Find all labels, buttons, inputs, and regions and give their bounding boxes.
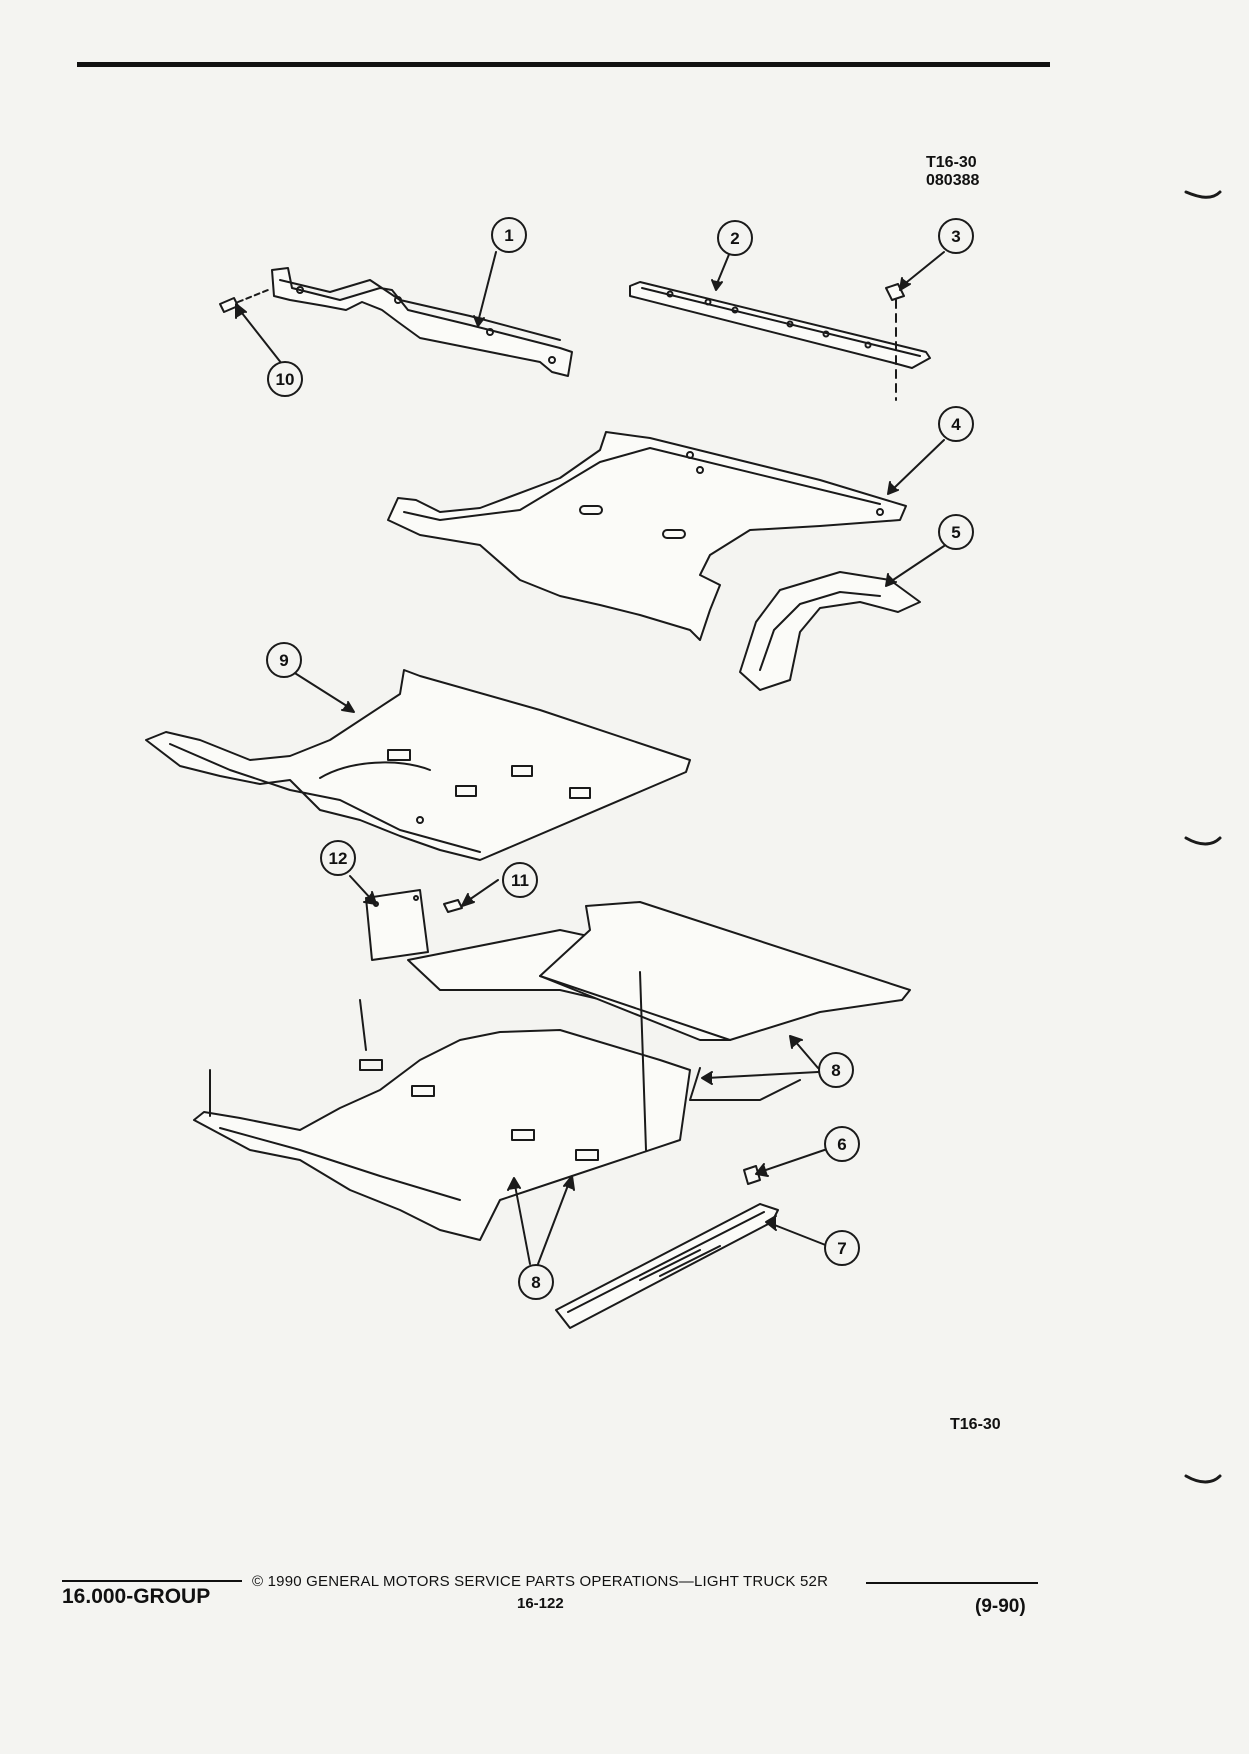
callout-3	[938, 218, 974, 254]
callout-label: 3	[951, 227, 960, 246]
margin-mark	[1184, 190, 1222, 199]
callouts	[266, 217, 974, 1300]
callout-10	[267, 361, 303, 397]
margin-mark	[1184, 836, 1222, 846]
part-5-wheelhouse-insulator	[739, 571, 921, 691]
callout-9	[266, 642, 302, 678]
footer-group: 16.000-GROUP	[62, 1585, 211, 1608]
top-rule	[77, 62, 1050, 67]
callout-label: 6	[837, 1135, 846, 1154]
callout-6	[824, 1126, 860, 1162]
part-1-front-rail	[271, 267, 573, 377]
callout-label: 4	[951, 415, 961, 434]
callout-label: 8	[531, 1273, 540, 1292]
part-7-sill-plate	[555, 1203, 779, 1329]
part-10-screw	[219, 289, 269, 313]
callout-8	[818, 1052, 854, 1088]
callout-label: 8	[831, 1061, 840, 1080]
margin-mark	[1184, 1474, 1222, 1484]
callout-4	[938, 406, 974, 442]
footer-rule	[62, 1580, 242, 1582]
callout-8	[518, 1264, 554, 1300]
footer-rule	[866, 1582, 1038, 1584]
callout-5	[938, 514, 974, 550]
leader-lines	[235, 251, 945, 1265]
figure-code-number: T16-30	[926, 154, 977, 171]
part-12-plate	[365, 889, 429, 961]
part-4-rear-insulator	[387, 431, 907, 641]
part-6-screw	[743, 1165, 761, 1185]
footer-date: (9-90)	[975, 1596, 1026, 1617]
callout-label: 7	[837, 1239, 846, 1258]
callout-label: 11	[511, 871, 529, 890]
callout-label: 9	[279, 651, 288, 670]
footer-copyright: © 1990 GENERAL MOTORS SERVICE PARTS OPER…	[252, 1573, 829, 1590]
part-9-front-insulator	[145, 669, 691, 861]
callout-7	[824, 1230, 860, 1266]
page-number: 16-122	[517, 1595, 564, 1612]
figure-code: T16-30 080388	[926, 154, 979, 190]
figure-code-bottom: T16-30	[950, 1416, 1001, 1433]
callout-label: 2	[730, 229, 739, 248]
callout-1	[491, 217, 527, 253]
callout-2	[717, 220, 753, 256]
callout-11	[502, 862, 538, 898]
callout-label: 10	[276, 370, 295, 389]
part-8-floor-mats	[193, 901, 911, 1241]
part-2-rear-rail	[629, 281, 931, 369]
callout-label: 5	[951, 523, 960, 542]
figure-code-date: 080388	[926, 172, 980, 189]
callout-label: 12	[329, 849, 348, 868]
part-11-screw	[443, 899, 463, 913]
callout-12	[320, 840, 356, 876]
callout-label: 1	[504, 226, 513, 245]
